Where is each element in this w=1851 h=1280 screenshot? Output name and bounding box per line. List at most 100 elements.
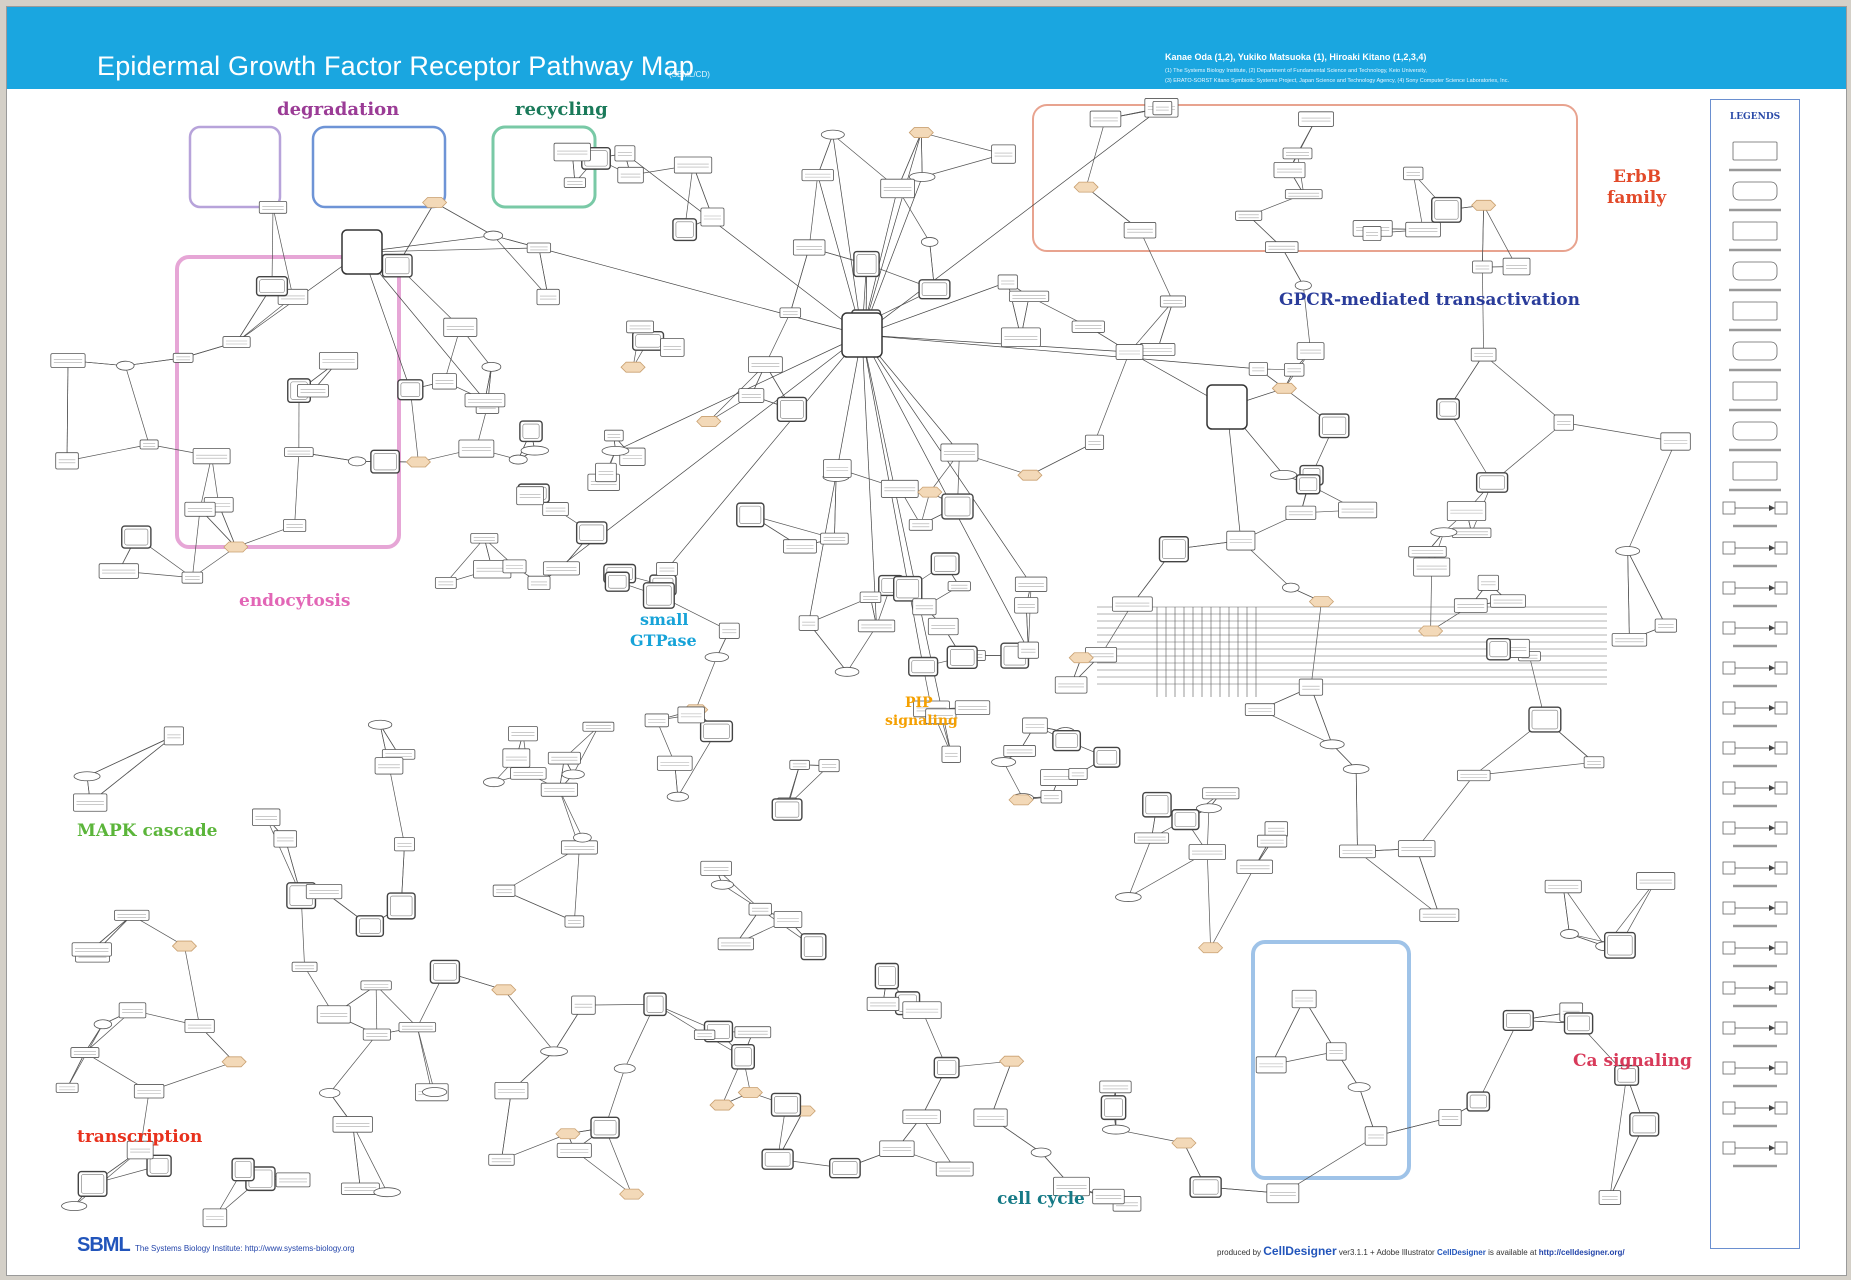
species-node bbox=[1560, 929, 1579, 939]
hub-edge bbox=[361, 247, 539, 253]
species-node bbox=[908, 127, 934, 138]
species-node bbox=[527, 575, 551, 591]
reaction-edge bbox=[1483, 354, 1565, 423]
species-node bbox=[516, 486, 544, 506]
species-node bbox=[699, 720, 734, 743]
reaction-edge bbox=[1477, 1020, 1519, 1102]
species-node bbox=[935, 1161, 974, 1177]
reaction-edge bbox=[1430, 567, 1433, 632]
species-node bbox=[1553, 414, 1574, 431]
reaction-edge bbox=[416, 1027, 433, 1093]
reaction-edge bbox=[352, 1124, 388, 1193]
celldesigner-logo: CellDesigner bbox=[1263, 1244, 1337, 1258]
reaction-edge bbox=[501, 1090, 512, 1160]
species-node bbox=[1139, 343, 1176, 356]
legend-entry bbox=[1722, 741, 1788, 768]
legend-entry bbox=[1729, 381, 1781, 412]
reaction-edge bbox=[834, 476, 837, 539]
species-node bbox=[540, 782, 579, 797]
species-node bbox=[571, 995, 596, 1015]
reaction-edge bbox=[1302, 285, 1311, 352]
species-node bbox=[736, 502, 765, 528]
species-node bbox=[800, 933, 827, 961]
species-node bbox=[656, 755, 693, 771]
species-node bbox=[297, 384, 329, 398]
reaction-edge bbox=[352, 1124, 361, 1189]
species-node bbox=[823, 459, 852, 478]
species-node bbox=[857, 619, 896, 633]
reaction-edge bbox=[294, 452, 300, 526]
species-node bbox=[880, 479, 919, 498]
species-node bbox=[434, 576, 457, 589]
species-node bbox=[1092, 1188, 1125, 1205]
reaction-edge bbox=[1375, 1117, 1451, 1137]
species-node bbox=[1053, 1176, 1090, 1197]
species-node bbox=[55, 1082, 79, 1093]
species-node bbox=[163, 726, 184, 746]
species-node bbox=[1490, 594, 1526, 608]
species-node bbox=[71, 942, 112, 957]
reaction-edge bbox=[329, 1034, 378, 1094]
species-node bbox=[710, 879, 734, 890]
species-node bbox=[1084, 434, 1105, 450]
reaction-edge bbox=[184, 946, 200, 1027]
hub-edge bbox=[624, 153, 863, 336]
species-node bbox=[508, 454, 528, 465]
hub-node bbox=[341, 229, 383, 275]
species-node bbox=[880, 178, 915, 199]
species-node bbox=[73, 771, 101, 782]
species-node bbox=[874, 962, 900, 990]
pathway-poster: Epidermal Growth Factor Receptor Pathway… bbox=[6, 6, 1847, 1276]
legend-symbols bbox=[1722, 141, 1788, 1168]
species-node bbox=[700, 860, 732, 876]
reaction-edge bbox=[1281, 246, 1304, 286]
species-node bbox=[360, 980, 392, 991]
species-node bbox=[1431, 196, 1462, 223]
reaction-edge bbox=[1310, 601, 1322, 688]
species-node bbox=[1284, 189, 1323, 200]
species-node bbox=[171, 940, 198, 952]
institute-credit[interactable]: The Systems Biology Institute: http://ww… bbox=[135, 1244, 355, 1253]
species-node bbox=[1342, 764, 1370, 774]
species-node bbox=[547, 751, 581, 765]
species-node bbox=[1291, 989, 1317, 1009]
reaction-edge bbox=[1482, 205, 1484, 267]
species-node bbox=[866, 996, 900, 1011]
legend-entry bbox=[1722, 981, 1788, 1008]
reaction-edge bbox=[708, 364, 766, 422]
reaction-edge bbox=[1627, 441, 1676, 552]
page-title: Epidermal Growth Factor Receptor Pathway… bbox=[97, 51, 695, 81]
species-node bbox=[738, 388, 765, 403]
species-node bbox=[255, 276, 289, 297]
species-node bbox=[1014, 576, 1048, 592]
species-node bbox=[1563, 1012, 1594, 1035]
species-node bbox=[737, 1087, 763, 1098]
species-node bbox=[443, 317, 478, 337]
species-node bbox=[386, 892, 416, 920]
species-node bbox=[925, 708, 957, 725]
species-node bbox=[801, 169, 834, 182]
species-node bbox=[98, 563, 139, 579]
reaction-edge bbox=[1562, 886, 1570, 935]
hub-edge bbox=[861, 107, 1162, 336]
species-node bbox=[642, 582, 675, 609]
celldesigner-link[interactable]: http://celldesigner.org/ bbox=[1538, 1248, 1625, 1257]
species-node bbox=[1226, 530, 1256, 551]
species-node bbox=[483, 777, 505, 788]
species-node bbox=[947, 581, 971, 592]
species-node bbox=[520, 445, 549, 456]
species-node bbox=[1134, 832, 1170, 844]
species-node bbox=[1318, 413, 1350, 439]
species-node bbox=[542, 561, 580, 576]
legend-entry bbox=[1722, 581, 1788, 608]
region-erbb-1: ErbB bbox=[1613, 167, 1662, 187]
species-node bbox=[1198, 942, 1224, 954]
species-node bbox=[1171, 809, 1200, 831]
species-node bbox=[1419, 908, 1460, 922]
celldesigner-version: ver3.1.1 + Adobe Illustrator bbox=[1338, 1248, 1435, 1257]
reaction-edge bbox=[1562, 886, 1606, 947]
region-gpcr: GPCR-mediated transactivation bbox=[1279, 290, 1580, 310]
legend-entry bbox=[1722, 501, 1788, 528]
legend-entry bbox=[1729, 301, 1781, 332]
reaction-edge bbox=[765, 312, 791, 365]
